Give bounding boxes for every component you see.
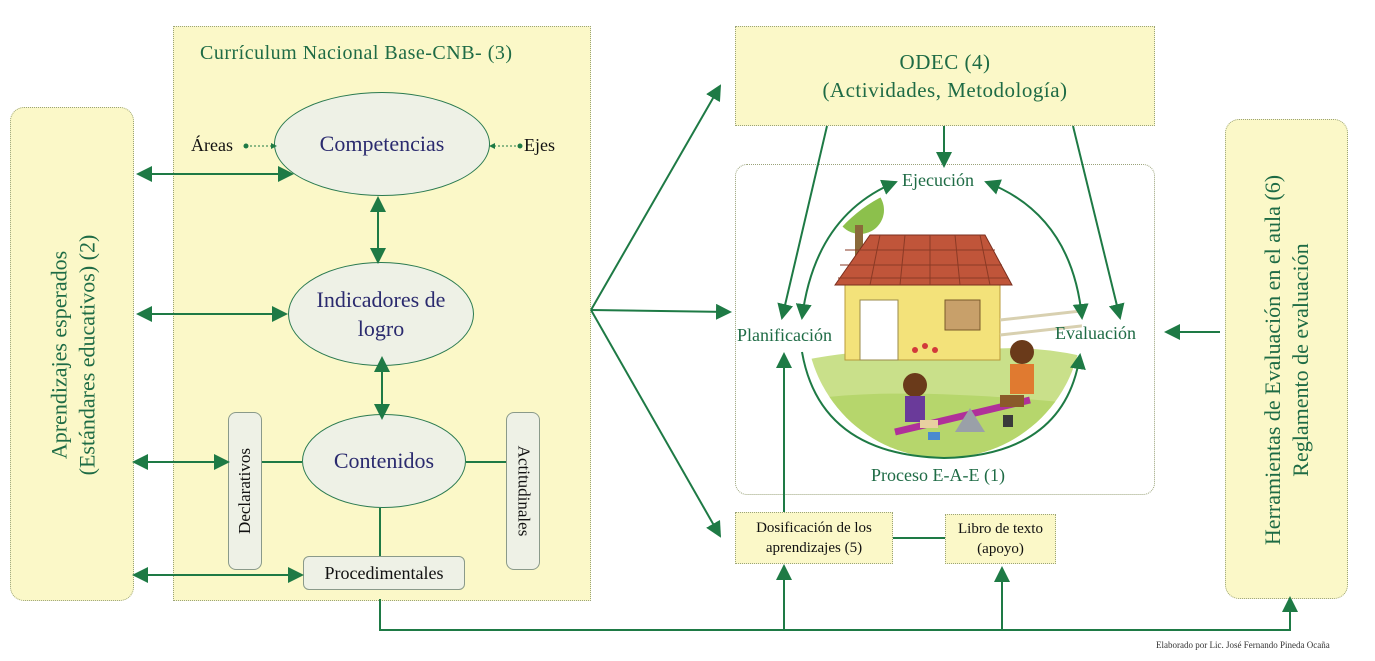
odec-title: ODEC (4) (899, 50, 991, 74)
link-cnb-odec (590, 84, 721, 311)
credit-text: Elaborado por Lic. José Fernando Pineda … (1156, 640, 1330, 650)
link-cnb-proceso (590, 303, 732, 320)
process-caption: Proceso E-A-E (1) (871, 465, 1005, 485)
procedimentales-label: Procedimentales (324, 562, 444, 583)
libro-box: Libro de texto (apoyo) (945, 514, 1056, 564)
planificacion-label: Planificación (737, 325, 832, 345)
herramientas-panel: Herramientas de Evaluación en el aula (6… (1225, 119, 1348, 599)
competencias-node: Competencias (274, 92, 490, 196)
indicadores-node: Indicadores de logro (288, 262, 474, 366)
competencias-label: Competencias (319, 131, 445, 156)
libro-line-2: (apoyo) (977, 541, 1024, 557)
ejecucion-label: Ejecución (902, 170, 974, 190)
areas-label: Áreas (191, 135, 233, 155)
aprendizajes-panel: Aprendizajes esperados (Estándares educa… (10, 107, 134, 601)
evaluacion-label: Evaluación (1055, 323, 1136, 343)
ejes-label: Ejes (524, 135, 555, 155)
declarativos-box: Declarativos (228, 412, 262, 570)
indicadores-label-2: logro (357, 316, 405, 341)
cnb-title: Currículum Nacional Base-CNB- (3) (200, 42, 513, 64)
procedimentales-box: Procedimentales (303, 556, 465, 590)
odec-box: ODEC (4) (Actividades, Metodología) (735, 26, 1155, 126)
contenidos-node: Contenidos (302, 414, 466, 508)
indicadores-label-1: Indicadores de (316, 287, 446, 312)
link-cnb-dosificacion (590, 309, 721, 538)
dosificacion-line-2: aprendizajes (5) (765, 540, 863, 556)
libro-line-1: Libro de texto (958, 521, 1043, 537)
actitudinales-box: Actitudinales (506, 412, 540, 570)
contenidos-label: Contenidos (333, 448, 435, 473)
dosificacion-box: Dosificación de los aprendizajes (5) (735, 512, 893, 564)
dosificacion-line-1: Dosificación de los (756, 520, 872, 536)
odec-subtitle: (Actividades, Metodología) (822, 78, 1068, 102)
